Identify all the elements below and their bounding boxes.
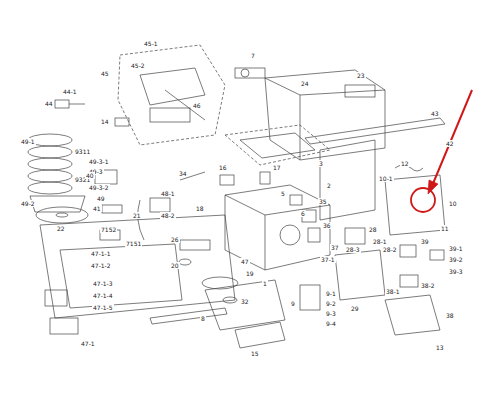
- callout-number: 5: [280, 190, 286, 197]
- callout-number: 46: [192, 102, 202, 109]
- callout-number: 28-1: [372, 238, 388, 245]
- callout-number: 6: [300, 210, 306, 217]
- callout-number: 11: [440, 225, 450, 232]
- callout-number: 45-2: [130, 62, 146, 69]
- callout-number: 49-2: [20, 200, 36, 207]
- callout-number: 10: [448, 200, 458, 207]
- callout-number: 9: [290, 300, 296, 307]
- callout-number: 32: [240, 298, 250, 305]
- callout-number: 35: [318, 198, 328, 205]
- callout-number: 9-1: [325, 290, 337, 297]
- callout-number: 48-1: [160, 190, 176, 197]
- callout-number: 39: [420, 238, 430, 245]
- callout-number: 7152: [100, 226, 117, 233]
- callout-number: 7: [250, 52, 256, 59]
- callout-number: 7151: [125, 240, 142, 247]
- callout-number: 28-2: [382, 246, 398, 253]
- callout-number: 1: [262, 280, 268, 287]
- callout-number: 39-1: [448, 245, 464, 252]
- callout-number: 9-4: [325, 320, 337, 327]
- callout-number: 3: [318, 160, 324, 167]
- callout-number: 39-3: [448, 268, 464, 275]
- callout-number: 40: [85, 172, 95, 179]
- callout-number: 49-1: [20, 138, 36, 145]
- callout-number: 47-1-2: [90, 262, 112, 269]
- callout-number: 9-3: [325, 310, 337, 317]
- callout-number: 36: [322, 222, 332, 229]
- callout-number: 22: [56, 225, 66, 232]
- callout-number: 39-2: [448, 256, 464, 263]
- callout-number: 15: [250, 350, 260, 357]
- callout-number: 47-1-4: [92, 292, 114, 299]
- callout-number: 37: [330, 244, 340, 251]
- callout-number: 47-1: [80, 340, 96, 347]
- callout-number: 28: [368, 226, 378, 233]
- callout-number: 10-1: [378, 175, 394, 182]
- callout-number: 21: [132, 212, 142, 219]
- callout-number: 34: [178, 170, 188, 177]
- callout-number: 44: [44, 100, 54, 107]
- callout-number: 38-2: [420, 282, 436, 289]
- callout-number: 49-3-2: [88, 184, 110, 191]
- callout-number: 26: [170, 236, 180, 243]
- callout-number: 48-2: [160, 212, 176, 219]
- callout-number: 16: [218, 164, 228, 171]
- callout-number: 44-1: [62, 88, 78, 95]
- callout-number: 9311: [74, 148, 91, 155]
- callout-number: 49-3-1: [88, 158, 110, 165]
- callout-number: 19: [245, 270, 255, 277]
- callout-number: 24: [300, 80, 310, 87]
- callout-number: 14: [100, 118, 110, 125]
- callout-number: 41: [92, 205, 102, 212]
- callout-number: 28-3: [345, 246, 361, 253]
- callout-number: 13: [435, 344, 445, 351]
- callout-number: 23: [356, 72, 366, 79]
- callout-number: 9-2: [325, 300, 337, 307]
- callout-number: 38-1: [385, 288, 401, 295]
- callout-number: 37-1: [320, 256, 336, 263]
- callout-number: 47: [240, 258, 250, 265]
- callout-number: 42: [445, 140, 455, 147]
- callout-number: 29: [350, 305, 360, 312]
- callout-number: 47-1-3: [92, 280, 114, 287]
- callout-number: 18: [195, 205, 205, 212]
- callout-number: 47-1-1: [90, 250, 112, 257]
- callout-number: 45: [100, 70, 110, 77]
- callout-number: 17: [272, 164, 282, 171]
- callout-number: 20: [170, 262, 180, 269]
- callout-number: 45-1: [143, 40, 159, 47]
- callout-number: 38: [445, 312, 455, 319]
- callout-number: 43: [430, 110, 440, 117]
- callout-number: 8: [200, 315, 206, 322]
- callout-number: 49: [96, 195, 106, 202]
- callout-number: 12: [400, 160, 410, 167]
- callout-number: 2: [326, 182, 332, 189]
- callout-number: 47-1-5: [92, 304, 114, 311]
